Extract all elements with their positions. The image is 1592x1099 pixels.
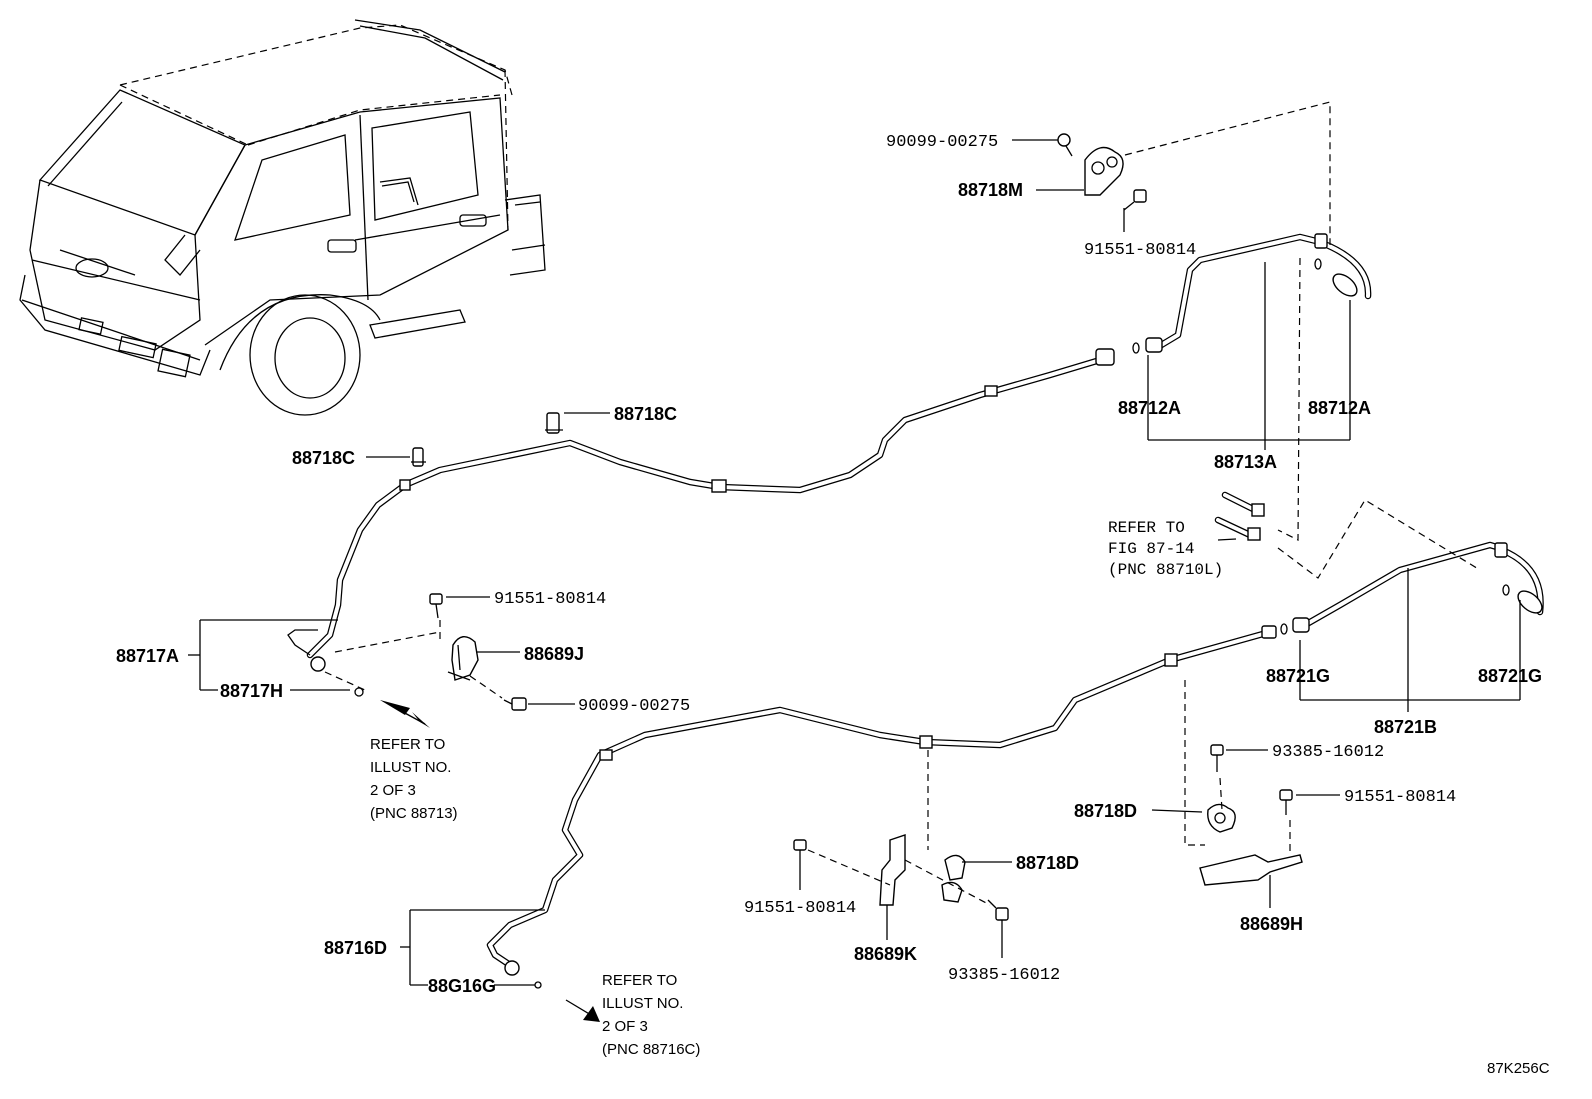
lower-brake-line bbox=[486, 625, 1277, 976]
figure-code: 87K256C bbox=[1487, 1060, 1550, 1077]
flexible-hose-88721b bbox=[1280, 541, 1544, 635]
label-88689h: 88689H bbox=[1240, 914, 1303, 934]
note-illust2-line4: (PNC 88716C) bbox=[602, 1041, 700, 1058]
reference-arrow-1 bbox=[380, 700, 430, 728]
assembly-lines bbox=[324, 101, 1481, 906]
clip-88718c-left bbox=[411, 447, 426, 467]
note-fig87-line1: REFER TO bbox=[1108, 519, 1185, 537]
label-88712a-left: 88712A bbox=[1118, 398, 1181, 418]
note-illust2-line1: REFER TO bbox=[602, 972, 677, 989]
clamp-88718m bbox=[1084, 146, 1124, 196]
note-illust2-line3: 2 OF 3 bbox=[602, 1018, 648, 1035]
flexible-hose-88713a bbox=[1132, 233, 1372, 354]
bracket-88689k bbox=[879, 834, 906, 906]
bolt-93385-16012-right bbox=[1210, 744, 1224, 772]
label-93385-16012-right: 93385-16012 bbox=[1272, 743, 1384, 762]
clamp-88689j bbox=[447, 636, 479, 681]
label-91551-80814-bottom: 91551-80814 bbox=[744, 899, 856, 918]
bolt-91551-80814-mid bbox=[429, 593, 443, 619]
label-88716d: 88716D bbox=[324, 938, 387, 958]
label-88721g-left: 88721G bbox=[1266, 666, 1330, 686]
bolt-91551-80814-bottom bbox=[793, 839, 807, 862]
label-88721g-right: 88721G bbox=[1478, 666, 1542, 686]
clip-88718c-upper bbox=[545, 412, 563, 434]
note-refer-fig-87-14: REFER TO FIG 87-14 (PNC 88710L) bbox=[1108, 519, 1223, 579]
label-91551-80814-right: 91551-80814 bbox=[1344, 788, 1456, 807]
note-fig87-line3: (PNC 88710L) bbox=[1108, 561, 1223, 579]
truck-illustration bbox=[19, 19, 546, 416]
label-88721b: 88721B bbox=[1374, 717, 1437, 737]
label-88718m: 88718M bbox=[958, 180, 1023, 200]
label-88717h: 88717H bbox=[220, 681, 283, 701]
hose-stub bbox=[1214, 491, 1265, 541]
note-illust1-line1: REFER TO bbox=[370, 736, 445, 753]
label-93385-16012-bottom: 93385-16012 bbox=[948, 966, 1060, 985]
part-labels: 90099-00275 88718M 91551-80814 88712A 88… bbox=[116, 133, 1542, 996]
label-88713a: 88713A bbox=[1214, 452, 1277, 472]
note-refer-illust-88713: REFER TO ILLUST NO. 2 OF 3 (PNC 88713) bbox=[370, 736, 458, 822]
note-refer-illust-88716c: REFER TO ILLUST NO. 2 OF 3 (PNC 88716C) bbox=[602, 972, 700, 1058]
clamp-88718d-right bbox=[1207, 803, 1236, 833]
note-illust2-line2: ILLUST NO. bbox=[602, 995, 683, 1012]
upper-brake-line bbox=[287, 348, 1115, 672]
note-fig87-line2: FIG 87-14 bbox=[1108, 540, 1194, 558]
label-88718d-mid: 88718D bbox=[1016, 853, 1079, 873]
label-91551-80814-top: 91551-80814 bbox=[1084, 241, 1196, 260]
label-91551-80814-mid: 91551-80814 bbox=[494, 590, 606, 609]
label-88712a-right: 88712A bbox=[1308, 398, 1371, 418]
bolt-93385-16012-bottom bbox=[987, 899, 1009, 921]
clamp-88718d-mid bbox=[941, 854, 966, 903]
reference-arrow-2 bbox=[565, 999, 600, 1022]
bracket-88689h bbox=[1199, 854, 1303, 886]
label-88g16g: 88G16G bbox=[428, 976, 496, 996]
label-88718c-upper: 88718C bbox=[614, 404, 677, 424]
label-88717a: 88717A bbox=[116, 646, 179, 666]
bolt-91551-80814-top bbox=[1123, 189, 1147, 211]
label-90099-00275-top: 90099-00275 bbox=[886, 133, 998, 152]
label-88718c-left: 88718C bbox=[292, 448, 355, 468]
label-88718d-right: 88718D bbox=[1074, 801, 1137, 821]
bolt-90099-00275-top bbox=[1057, 133, 1073, 157]
label-90099-00275-mid: 90099-00275 bbox=[578, 697, 690, 716]
note-illust1-line4: (PNC 88713) bbox=[370, 805, 458, 822]
label-88689j: 88689J bbox=[524, 644, 584, 664]
note-illust1-line3: 2 OF 3 bbox=[370, 782, 416, 799]
label-88689k: 88689K bbox=[854, 944, 917, 964]
bolt-91551-80814-right bbox=[1279, 789, 1293, 815]
leader-lines bbox=[188, 139, 1521, 986]
bolt-90099-00275-mid bbox=[503, 697, 527, 711]
note-illust1-line2: ILLUST NO. bbox=[370, 759, 451, 776]
